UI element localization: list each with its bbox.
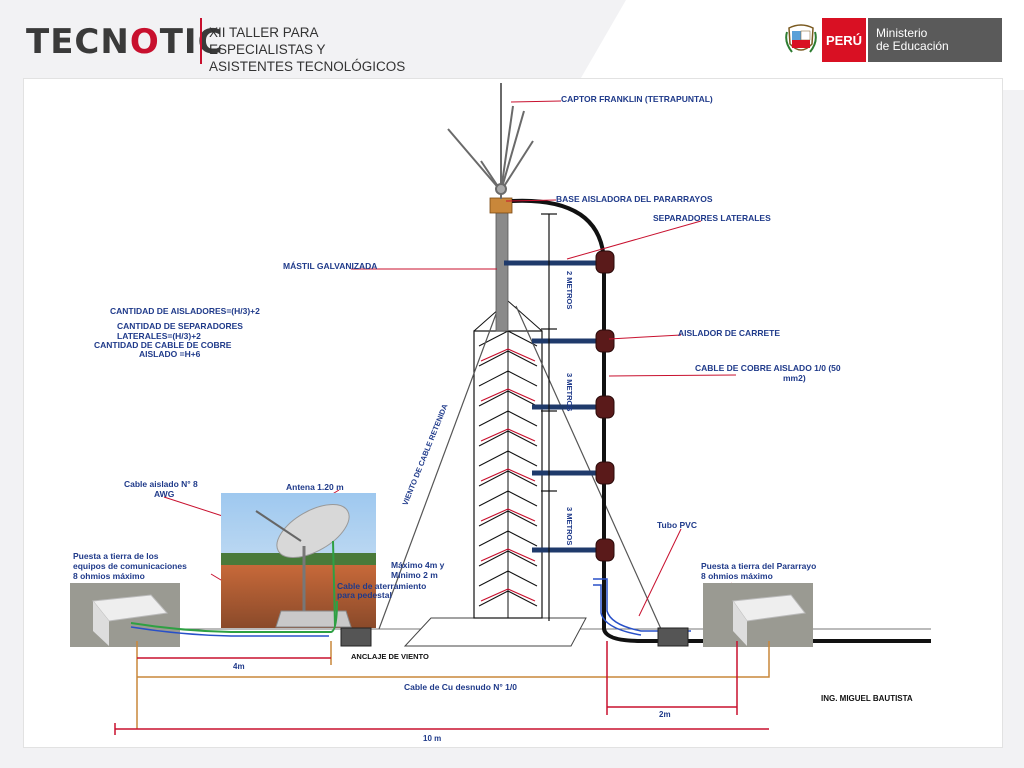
- formula-cable-2: AISLADO =H+6: [139, 349, 201, 359]
- coat-of-arms-icon: [785, 24, 817, 53]
- guy-anchor-right: [657, 627, 689, 647]
- guy-wire-right: [515, 305, 662, 630]
- logo-part-1: TECN: [26, 22, 130, 62]
- base-label: BASE AISLADORA DEL PARARRAYOS: [556, 194, 713, 204]
- tecnotic-logo: TECNOTIC XII TALLER PARA ESPECIALISTAS Y…: [22, 18, 414, 91]
- pedestal-cable-label-2: para pedestal: [337, 590, 392, 600]
- rod-ground-label-2: 8 ohmios máximo: [701, 571, 773, 581]
- lateral-separators: [504, 260, 597, 553]
- copper-cable-label-1: CABLE DE COBRE AISLADO 1/0 (50: [695, 363, 841, 373]
- distance-label-2: Mínimo 2 m: [391, 570, 438, 580]
- ministry-label: Ministerio de Educación: [868, 18, 1002, 62]
- dim-2m-bottom: 2m: [659, 710, 671, 719]
- formula-insulators: CANTIDAD DE AISLADORES=(H/3)+2: [110, 306, 260, 316]
- comms-ground-label-1: Puesta a tierra de los: [73, 551, 159, 561]
- separators-label: SEPARADORES LATERALES: [653, 213, 771, 223]
- cable-8-label-2: AWG: [154, 489, 175, 499]
- logo-part-2: TIC: [159, 22, 224, 62]
- pvc-tube-inner: [593, 584, 642, 636]
- formula-separators-1: CANTIDAD DE SEPARADORES: [117, 321, 243, 331]
- spool-insulators: [595, 250, 615, 562]
- comms-ground-cable-green: [130, 600, 338, 633]
- franklin-captor-icon: [447, 83, 534, 199]
- logo-wordmark: TECNOTIC: [26, 22, 224, 62]
- dim-2-meters: 2 METROS: [565, 271, 574, 309]
- peru-badge: PERÚ: [822, 18, 866, 62]
- dim-3-meters-upper: 3 METROS: [565, 373, 574, 411]
- bare-cable-label: Cable de Cu desnudo N° 1/0: [404, 682, 517, 692]
- cable-8-label-1: Cable aislado N° 8: [124, 479, 198, 489]
- insulating-base: [489, 197, 513, 214]
- ministry-line-1: Ministerio: [876, 26, 928, 40]
- comms-ground-cable-blue: [130, 626, 329, 637]
- slide-header: TECNOTIC XII TALLER PARA ESPECIALISTAS Y…: [0, 0, 1024, 91]
- diagram-panel: 2 METROS 3 METROS 3 METROS VIENTO DE CAB…: [23, 78, 1003, 748]
- ministry-line-2: de Educación: [876, 39, 949, 53]
- logo-divider: [200, 18, 202, 64]
- dim-10m: 10 m: [423, 734, 441, 743]
- lattice-tower: [473, 300, 543, 619]
- antenna-photo: [221, 493, 376, 628]
- bare-copper-cable: [136, 641, 770, 729]
- galvanized-mast: [495, 210, 509, 332]
- height-dimension-line: [541, 213, 557, 621]
- captor-label: CAPTOR FRANKLIN (TETRAPUNTAL): [561, 94, 713, 104]
- comms-ground-box-photo: [70, 583, 180, 647]
- formula-separators-2: LATERALES=(H/3)+2: [117, 331, 201, 341]
- dim-3-meters-lower: 3 METROS: [565, 507, 574, 545]
- pedestal-cable-label-1: Cable de aterramiento: [337, 581, 426, 591]
- rod-ground-box-photo: [703, 583, 813, 647]
- dim-4m: 4m: [233, 662, 245, 671]
- lightning-rod-diagram: 2 METROS 3 METROS 3 METROS VIENTO DE CAB…: [70, 83, 931, 743]
- guy-anchor-left: [340, 627, 372, 647]
- event-subtitle: XII TALLER PARA ESPECIALISTAS Y ASISTENT…: [209, 24, 414, 92]
- mast-label: MÁSTIL GALVANIZADA: [283, 261, 377, 271]
- guy-wire-label: VIENTO DE CABLE RETENIDA: [401, 402, 450, 507]
- tower-base-slab: [403, 617, 587, 647]
- rod-ground-label-1: Puesta a tierra del Pararrayo: [701, 561, 816, 571]
- antenna-label: Antena 1.20 m: [286, 482, 344, 492]
- formula-cable-1: CANTIDAD DE CABLE DE COBRE: [94, 340, 232, 350]
- subtitle-line-2: ASISTENTES TECNOLÓGICOS: [209, 59, 406, 74]
- comms-ground-label-3: 8 ohmios máximo: [73, 571, 145, 581]
- anchor-label: ANCLAJE DE VIENTO: [351, 652, 429, 661]
- guy-wire-left: [378, 305, 500, 630]
- spool-insulator-label: AISLADOR DE CARRETE: [678, 328, 780, 338]
- subtitle-line-1: XII TALLER PARA ESPECIALISTAS Y: [209, 25, 326, 57]
- logo-part-o: O: [129, 22, 160, 62]
- pvc-tube: [593, 578, 691, 632]
- comms-ground-label-2: equipos de comunicaciones: [73, 561, 187, 571]
- government-logo: PERÚ Ministerio de Educación: [780, 18, 1002, 62]
- distance-label-1: Máximo 4m y: [391, 560, 445, 570]
- copper-cable-label-2: mm2): [783, 373, 806, 383]
- author-label: ING. MIGUEL BAUTISTA: [821, 694, 913, 703]
- pvc-tube-label: Tubo PVC: [657, 520, 697, 530]
- ground-dimensions: [114, 641, 769, 735]
